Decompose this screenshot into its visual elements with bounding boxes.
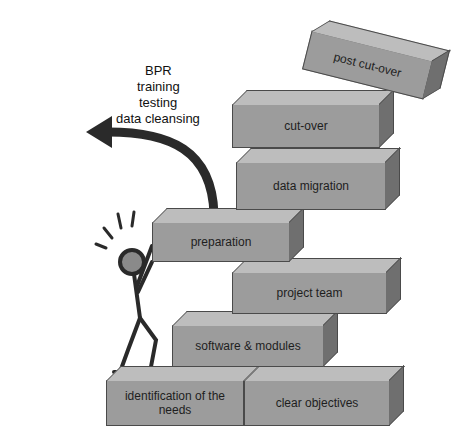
callout-text: training bbox=[137, 80, 180, 95]
block-label: clear objectives bbox=[276, 396, 359, 410]
stack-block: identification of the needs bbox=[106, 380, 244, 426]
callout-text: data cleansing bbox=[116, 112, 200, 127]
curved-arrow bbox=[108, 132, 214, 214]
block-label: post cut-over bbox=[332, 50, 403, 81]
pushing-figure bbox=[114, 246, 156, 372]
block-label: data migration bbox=[273, 179, 349, 193]
block-label: project team bbox=[276, 286, 342, 300]
arrow-head bbox=[86, 116, 112, 148]
callout-text: BPR bbox=[145, 64, 172, 79]
block-label: preparation bbox=[191, 235, 252, 249]
stack-block: preparation bbox=[152, 222, 290, 262]
stack-block: clear objectives bbox=[244, 380, 390, 426]
block-label: software & modules bbox=[195, 339, 300, 353]
stack-block: software & modules bbox=[172, 325, 324, 367]
block-label: identification of the needs bbox=[115, 389, 235, 418]
alarm-marks bbox=[96, 212, 134, 248]
callout-text: testing bbox=[139, 96, 177, 111]
block-label: cut-over bbox=[284, 119, 327, 133]
stack-block: project team bbox=[232, 272, 387, 314]
stack-block: data migration bbox=[236, 162, 386, 210]
stack-block: cut-over bbox=[232, 104, 380, 148]
